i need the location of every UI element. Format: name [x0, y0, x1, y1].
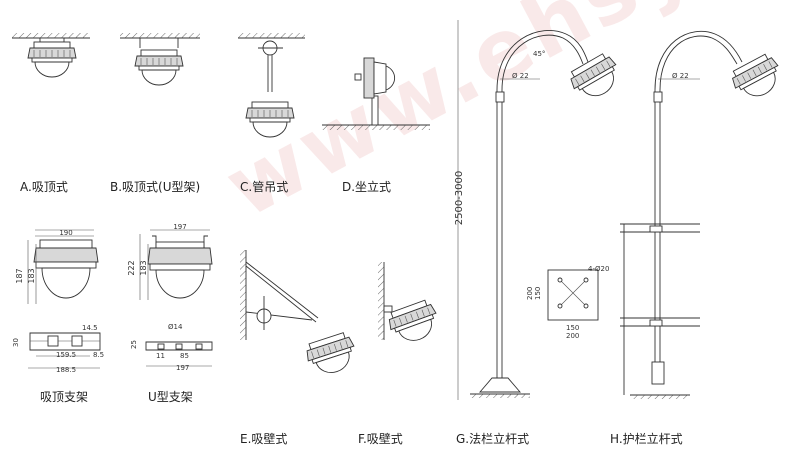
label-a: A.吸顶式 [20, 180, 68, 194]
label-u-bracket: U型支架 [148, 390, 193, 404]
fig-h-guardrail-pole: Ø 22 [620, 30, 788, 399]
label-b: B.吸顶式(U型架) [110, 180, 201, 194]
label-c: C.管吊式 [240, 180, 289, 194]
dim-plate-200a: 200 [526, 287, 534, 300]
dim-plate-150b: 150 [566, 324, 579, 332]
label-d: D.坐立式 [342, 180, 392, 194]
dim-ub-phi14: Ø14 [168, 323, 183, 331]
dim-a-h2: 183 [27, 268, 36, 283]
fig-ceiling-bracket: 30 14.5 159.5 8.5 188.5 [12, 324, 104, 374]
dim-pole-height: 2500-3000 [454, 171, 465, 226]
dim-cb-14-5: 14.5 [82, 324, 98, 332]
dim-g-angle: 45° [533, 50, 545, 58]
dim-a-h1: 187 [15, 268, 24, 283]
dim-b-width: 197 [173, 223, 186, 231]
dim-a-width: 190 [59, 229, 72, 237]
dim-b-h2: 183 [139, 260, 148, 275]
label-f: F.吸壁式 [358, 432, 403, 446]
fig-a-dimensioned: 190 187 183 [15, 229, 99, 304]
fig-a-ceiling-mount [12, 33, 90, 78]
label-h: H.护栏立杆式 [610, 432, 683, 446]
fig-f-wall [378, 262, 443, 348]
dim-ub-197: 197 [176, 364, 189, 372]
fig-c-pipe-pendant [238, 33, 305, 138]
dim-ub-85: 85 [180, 352, 189, 360]
dim-b-h1: 222 [127, 260, 136, 275]
fig-b-dimensioned: 197 222 183 [127, 223, 213, 300]
label-e: E.吸壁式 [240, 432, 288, 446]
label-g: G.法栏立杆式 [456, 432, 530, 446]
fig-g-flange-pole: 2500-3000 45° Ø 22 [454, 20, 626, 400]
dim-cb-188-5: 188.5 [56, 366, 76, 374]
fig-u-bracket: 25 Ø14 11 85 197 [130, 323, 213, 372]
fig-b-ceiling-u-mount [120, 33, 200, 86]
dim-ub-25: 25 [130, 340, 138, 349]
dim-plate-150a: 150 [534, 287, 542, 300]
dim-cb-159-5: 159.5 [56, 351, 76, 359]
dim-cb-30: 30 [12, 338, 20, 347]
fig-e-wall-pipe [240, 250, 361, 380]
dim-plate-200b: 200 [566, 332, 579, 340]
dim-h-phi: Ø 22 [672, 72, 689, 80]
dim-g-phi: Ø 22 [512, 72, 529, 80]
dim-cb-8-5: 8.5 [93, 351, 104, 359]
fig-d-floor-stand [322, 57, 430, 130]
dim-plate-4phi: 4-Ø20 [588, 265, 609, 273]
label-ceiling-bracket: 吸顶支架 [40, 390, 89, 404]
dim-ub-11: 11 [156, 352, 165, 360]
fig-flange-plate: 4-Ø20 150 200 150 200 [526, 265, 609, 340]
